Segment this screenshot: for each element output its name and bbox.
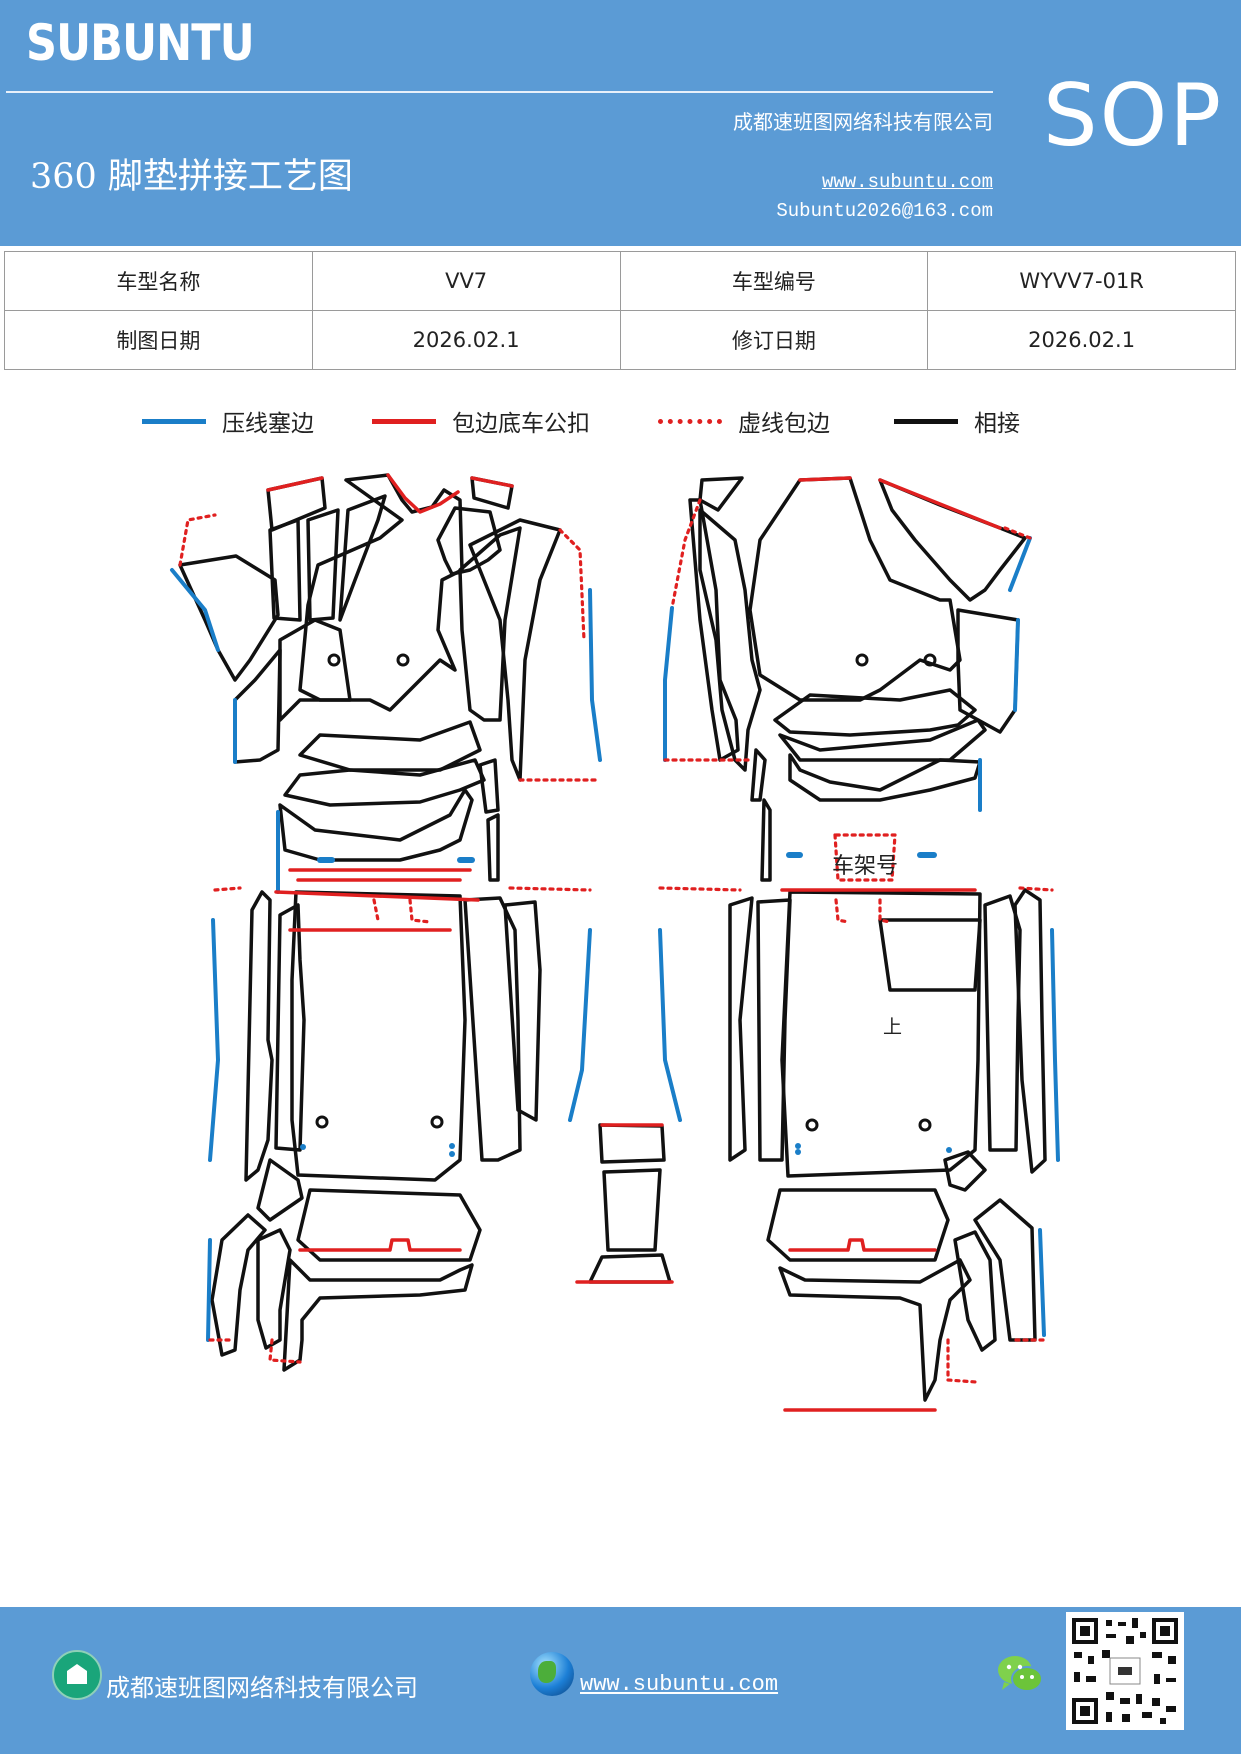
qr-code-icon[interactable] — [1066, 1612, 1184, 1730]
brand-logo: SUBUNTU — [26, 14, 255, 72]
legend-label: 压线塞边 — [222, 411, 314, 437]
legend-label: 相接 — [974, 411, 1020, 437]
footer-website-link[interactable]: www.subuntu.com — [580, 1672, 779, 1697]
header-email: Subuntu2026@163.com — [776, 200, 993, 222]
legend-item: 压线塞边 — [142, 401, 314, 441]
legend-swatch — [658, 418, 722, 424]
table-cell: 车型名称 — [4, 251, 313, 311]
frame-number-label: 车架号 — [832, 854, 899, 879]
table-cell: 2026.02.1 — [927, 310, 1236, 370]
table-cell: VV7 — [311, 251, 621, 311]
legend-item: 相接 — [894, 401, 1020, 441]
sop-badge: SOP — [1043, 66, 1224, 166]
up-mark-label: 上 — [883, 1016, 903, 1038]
legend-swatch — [372, 418, 436, 424]
legend-swatch — [894, 418, 958, 424]
footer-company: 成都速班图网络科技有限公司 — [106, 1674, 418, 1702]
floor-mat-diagram — [170, 473, 1060, 1412]
company-building-icon — [52, 1650, 102, 1700]
legend-item: 虚线包边 — [658, 401, 830, 441]
table-cell: WYVV7-01R — [927, 251, 1236, 311]
header-divider — [6, 91, 993, 93]
wechat-icon[interactable] — [996, 1652, 1044, 1696]
legend-label: 包边底车公扣 — [452, 411, 590, 437]
header-banner — [0, 0, 1241, 246]
globe-icon — [530, 1652, 574, 1696]
table-cell: 修订日期 — [619, 310, 929, 370]
header-website-link[interactable]: www.subuntu.com — [821, 171, 993, 193]
vehicle-info-table: 车型名称 VV7 车型编号 WYVV7-01R 制图日期 2026.02.1 修… — [4, 251, 1236, 370]
table-cell: 2026.02.1 — [311, 310, 621, 370]
legend-swatch — [142, 418, 206, 424]
table-cell: 制图日期 — [4, 310, 313, 370]
table-cell: 车型编号 — [619, 251, 929, 311]
legend-item: 包边底车公扣 — [372, 401, 590, 441]
header-company: 成都速班图网络科技有限公司 — [733, 110, 993, 134]
table-row: 车型名称 VV7 车型编号 WYVV7-01R — [4, 251, 1236, 311]
table-row: 制图日期 2026.02.1 修订日期 2026.02.1 — [4, 310, 1236, 370]
page-title: 360 脚垫拼接工艺图 — [30, 157, 353, 197]
legend-label: 虚线包边 — [738, 411, 830, 437]
